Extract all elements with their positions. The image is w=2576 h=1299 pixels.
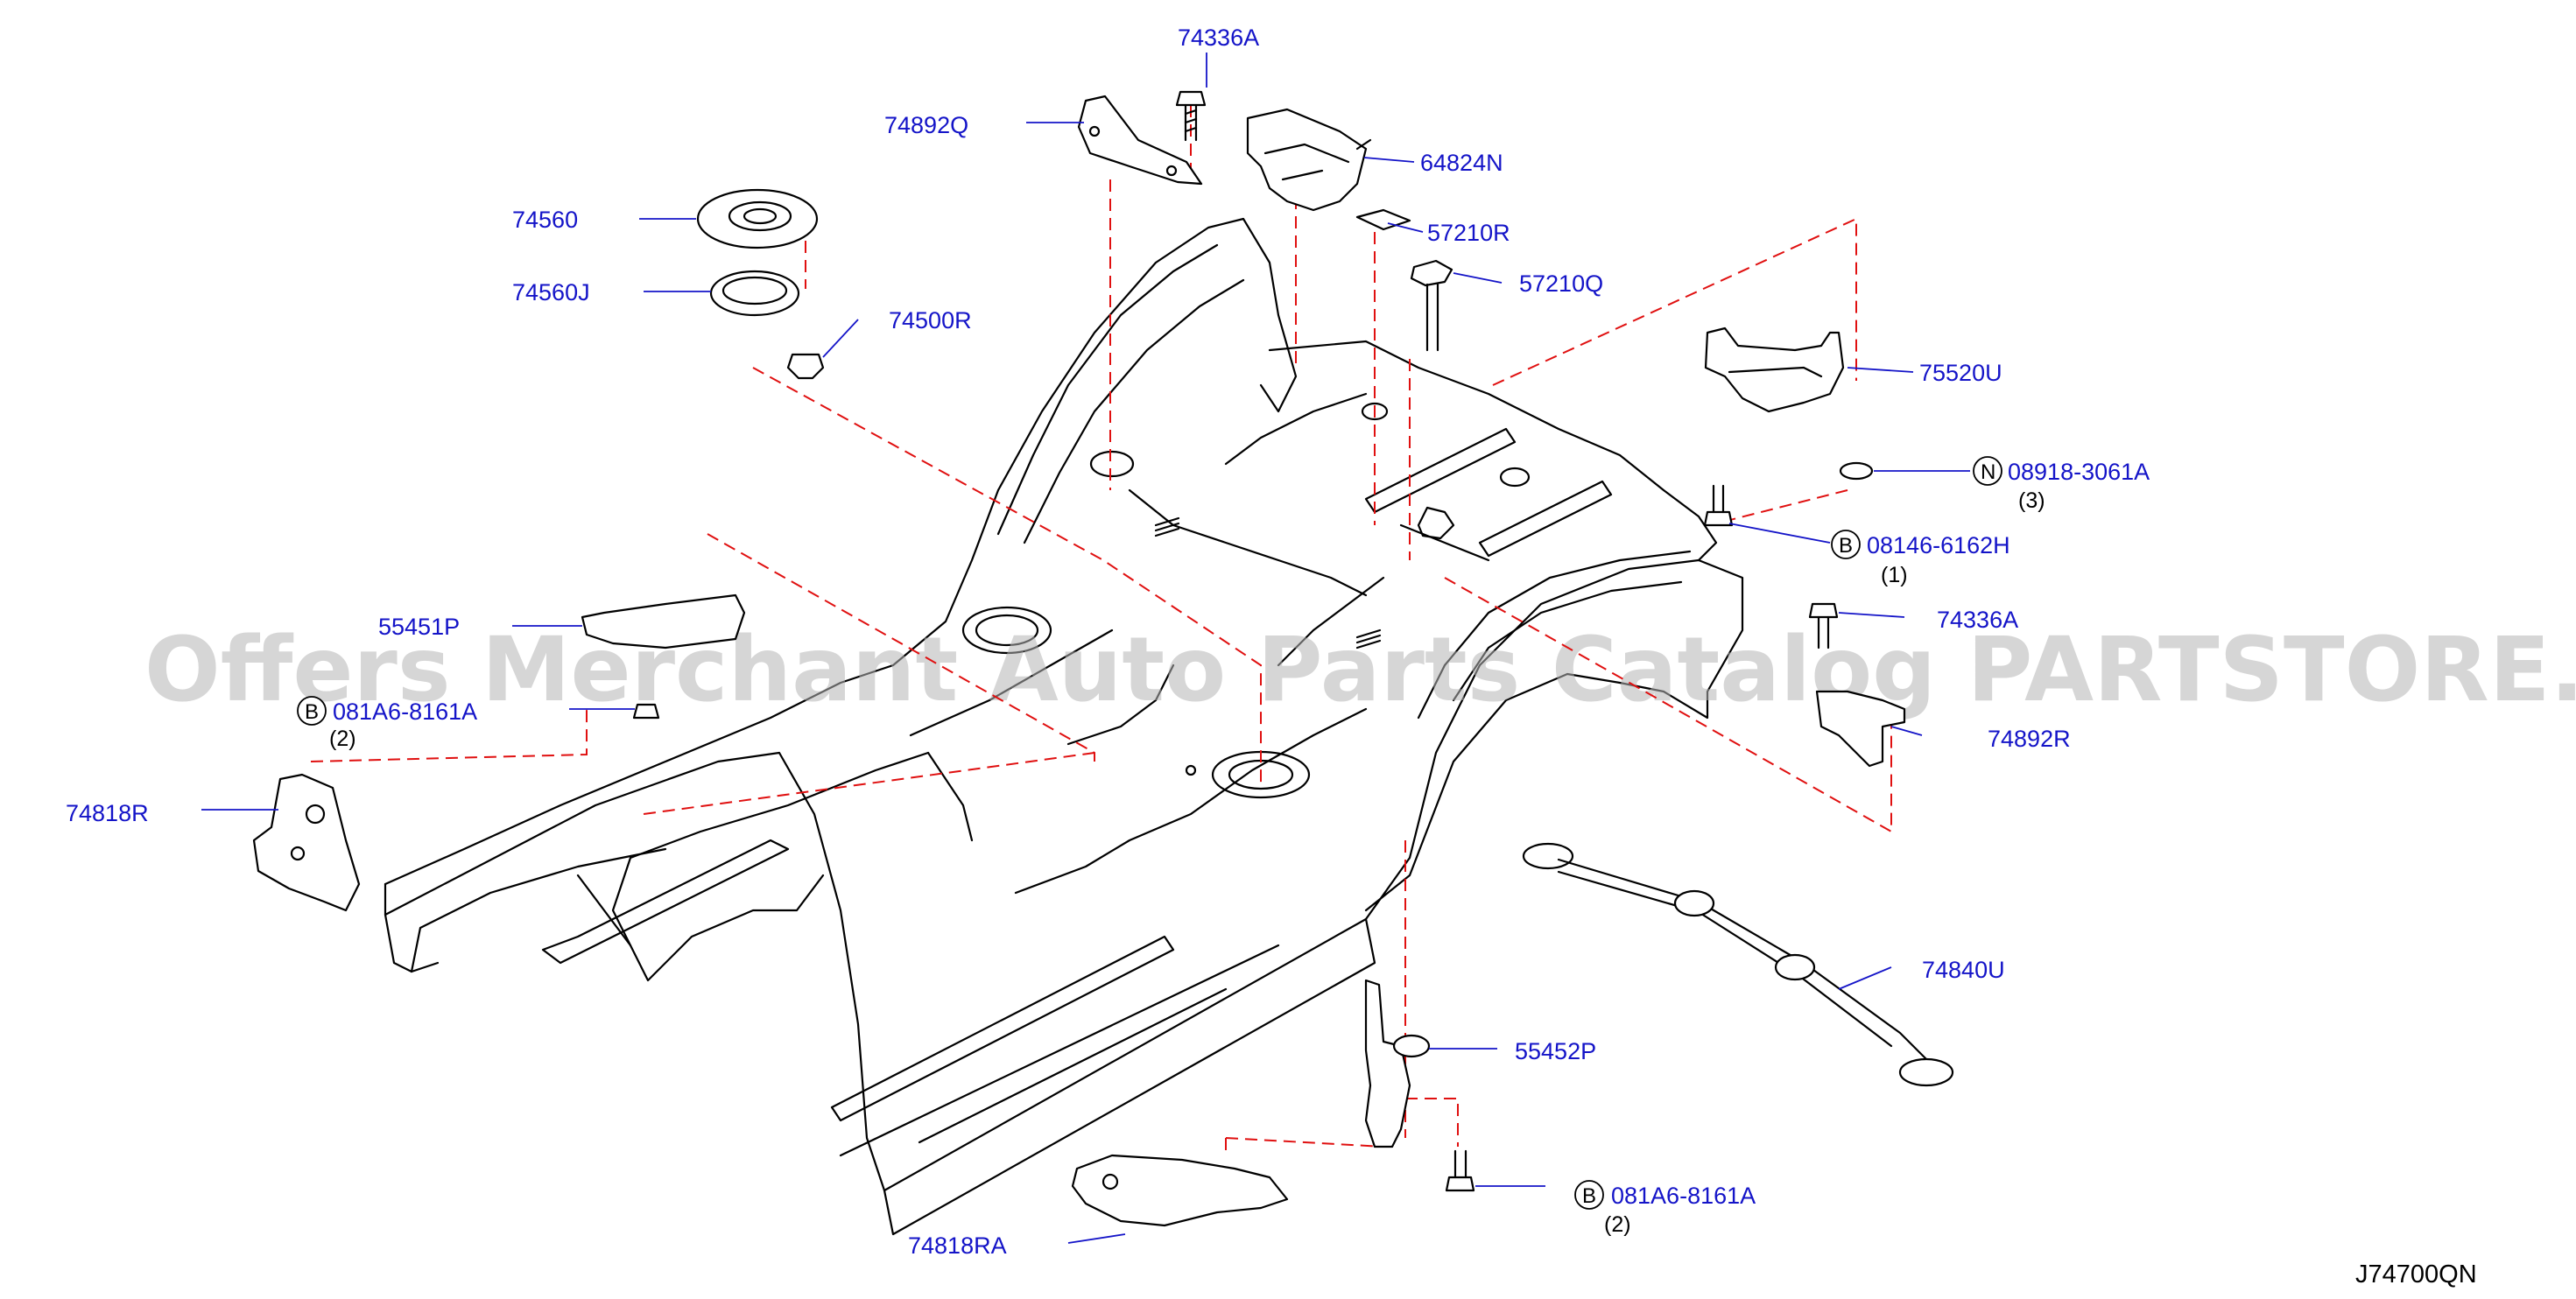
callout-lines (310, 105, 1892, 1155)
bolt-081A6-left (632, 703, 660, 720)
bolt-081A6-bottom (1445, 1149, 1475, 1192)
part-labels: 74336A 74892Q 64824N 74560 57210R 57210Q… (66, 25, 2150, 1259)
badge-B-081A6-left: B (297, 696, 327, 726)
clip-74500R (786, 353, 825, 380)
label-74818R[interactable]: 74818R (66, 800, 149, 826)
watermark-text: Offers Merchant Auto Parts Catalog PARTS… (144, 618, 2576, 722)
diagram-code: J74700QN (2355, 1260, 2477, 1288)
leader-lines (201, 53, 1970, 1244)
rear-floor-panel (384, 217, 1744, 1236)
label-74840U[interactable]: 74840U (1922, 957, 2005, 983)
label-57210Q[interactable]: 57210Q (1519, 270, 1603, 297)
tape-57210R (1355, 208, 1411, 231)
label-74560J[interactable]: 74560J (512, 279, 590, 305)
svg-text:B: B (1582, 1184, 1596, 1208)
mount-55452P (1364, 979, 1431, 1148)
bracket-74818R (252, 773, 361, 912)
qty-08146-6162H: (1) (1881, 563, 1908, 587)
svg-text:B: B (1839, 534, 1853, 558)
label-55451P[interactable]: 55451P (378, 614, 460, 640)
badge-N: N (1973, 456, 2002, 486)
label-081A6-8161A-left[interactable]: 081A6-8161A (333, 699, 477, 725)
label-081A6-8161A-bottom[interactable]: 081A6-8161A (1611, 1183, 1756, 1209)
bolt-57210Q (1410, 259, 1453, 352)
nut-08918-3061A (1839, 461, 1874, 481)
label-57210R[interactable]: 57210R (1427, 220, 1510, 246)
label-74560[interactable]: 74560 (512, 207, 578, 233)
rod-74840U (1522, 842, 1954, 1087)
bracket-74892Q (1077, 95, 1203, 186)
badge-B-081A6-bottom: B (1574, 1180, 1604, 1210)
bolt-74336A-top (1175, 90, 1207, 142)
svg-text:B: B (305, 700, 319, 724)
qty-081A6-8161A-left: (2) (329, 727, 356, 751)
qty-081A6-8161A-bottom: (2) (1604, 1212, 1631, 1237)
label-08918-3061A[interactable]: 08918-3061A (2008, 459, 2150, 485)
label-74336A-top[interactable]: 74336A (1178, 25, 1259, 51)
label-08146-6162H[interactable]: 08146-6162H (1867, 532, 2010, 558)
bolt-74336A-right (1808, 602, 1839, 650)
plug-74560 (696, 188, 819, 249)
label-74892R[interactable]: 74892R (1988, 726, 2071, 752)
label-74336A-right[interactable]: 74336A (1937, 607, 2018, 633)
label-75520U[interactable]: 75520U (1919, 360, 2002, 386)
qty-08918-3061A: (3) (2018, 488, 2045, 513)
seal-74560J (709, 270, 800, 317)
bracket-74892R (1815, 690, 1906, 768)
bracket-55451P (581, 593, 746, 650)
bracket-75520U (1704, 327, 1845, 413)
label-74892Q[interactable]: 74892Q (884, 112, 968, 138)
bracket-74818RA (1071, 1154, 1289, 1227)
label-74818RA[interactable]: 74818RA (908, 1232, 1007, 1259)
badge-B-08146: B (1831, 530, 1861, 559)
label-55452P[interactable]: 55452P (1515, 1038, 1596, 1064)
label-74500R[interactable]: 74500R (889, 307, 972, 334)
bolt-08146-6162H (1703, 484, 1734, 527)
bracket-64824N (1246, 108, 1372, 212)
svg-text:N: N (1981, 460, 1995, 484)
label-64824N[interactable]: 64824N (1420, 150, 1503, 176)
